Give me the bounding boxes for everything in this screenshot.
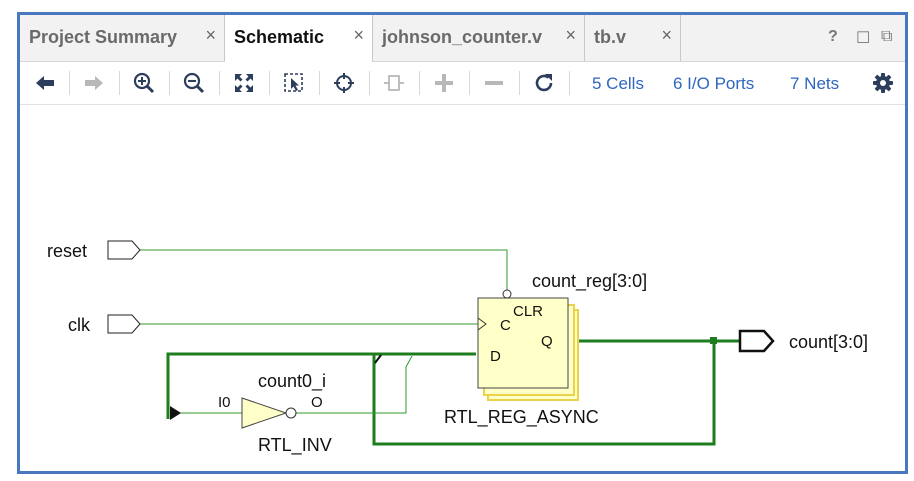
- restore-icon[interactable]: ☐: [856, 30, 871, 47]
- tab-tb-v[interactable]: tb.v ×: [585, 15, 681, 61]
- close-icon[interactable]: ×: [205, 25, 216, 45]
- tab-label: johnson_counter.v: [382, 27, 543, 47]
- cells-count-link[interactable]: 5 Cells: [592, 74, 644, 93]
- select-center-icon[interactable]: [330, 69, 358, 97]
- register-cell: [477, 297, 569, 389]
- tab-bar: Project Summary × Schematic × johnson_co…: [20, 15, 905, 62]
- toolbar: 5 Cells 6 I/O Ports 7 Nets: [20, 62, 905, 105]
- gear-icon[interactable]: [869, 69, 897, 97]
- schematic-window: Project Summary × Schematic × johnson_co…: [17, 12, 908, 474]
- tab-schematic[interactable]: Schematic ×: [225, 15, 373, 62]
- clk-port-label: clk: [68, 315, 91, 335]
- forward-arrow-icon[interactable]: [80, 69, 108, 97]
- register-pin-d: D: [490, 348, 501, 365]
- toolbar-separator: [169, 71, 170, 95]
- toolbar-separator: [469, 71, 470, 95]
- bus-entry-arrow: [170, 406, 181, 420]
- zoom-area-icon[interactable]: [280, 69, 308, 97]
- float-window-icon[interactable]: ⧉: [881, 28, 893, 45]
- tab-project-summary[interactable]: Project Summary ×: [20, 15, 225, 61]
- back-arrow-icon[interactable]: [31, 69, 59, 97]
- close-icon[interactable]: ×: [565, 25, 576, 45]
- inverter-pin-o: O: [311, 394, 323, 411]
- add-port-icon[interactable]: [380, 69, 408, 97]
- feedback-bus: [372, 341, 716, 446]
- inverter-bubble: [285, 407, 297, 419]
- inverter-out-net: [296, 355, 413, 414]
- register-instance-label: count_reg[3:0]: [532, 271, 647, 292]
- help-icon[interactable]: ?: [828, 28, 838, 45]
- toolbar-separator: [69, 71, 70, 95]
- close-icon[interactable]: ×: [661, 25, 672, 45]
- tab-label: tb.v: [594, 27, 627, 47]
- count-port: [738, 329, 775, 353]
- inverter-pin-i0: I0: [218, 394, 231, 411]
- tab-johnson-counter[interactable]: johnson_counter.v ×: [373, 15, 585, 61]
- d-input-bus: [166, 352, 476, 419]
- register-pin-clr: CLR: [513, 303, 543, 320]
- zoom-out-icon[interactable]: [180, 69, 208, 97]
- clock-edge-marker: [477, 317, 487, 331]
- clr-bubble: [502, 289, 512, 299]
- tab-label: Schematic: [234, 27, 325, 47]
- inverter-type-label: RTL_INV: [258, 435, 332, 456]
- collapse-icon[interactable]: [480, 69, 508, 97]
- bus-ripper: [374, 354, 382, 364]
- toolbar-separator: [319, 71, 320, 95]
- inverter-cell: [241, 397, 288, 429]
- reset-net: [140, 249, 508, 291]
- schematic-canvas[interactable]: reset clk count[3:0] CLR C D Q count_reg…: [20, 105, 905, 471]
- nets-count-link[interactable]: 7 Nets: [790, 74, 840, 93]
- register-pin-c: C: [500, 317, 511, 334]
- toolbar-separator: [119, 71, 120, 95]
- zoom-fit-icon[interactable]: [230, 69, 258, 97]
- refresh-icon[interactable]: [530, 69, 558, 97]
- expand-icon[interactable]: [430, 69, 458, 97]
- toolbar-separator: [269, 71, 270, 95]
- zoom-in-icon[interactable]: [130, 69, 158, 97]
- reset-port: [107, 240, 141, 260]
- toolbar-separator: [419, 71, 420, 95]
- schematic-diagram: reset clk count[3:0] CLR C D Q count_reg…: [47, 240, 868, 456]
- close-icon[interactable]: ×: [353, 25, 364, 45]
- bus-junction: [710, 337, 717, 344]
- reset-port-label: reset: [47, 241, 87, 261]
- io-ports-count-link[interactable]: 6 I/O Ports: [673, 74, 755, 93]
- inverter-instance-label: count0_i: [258, 371, 326, 392]
- toolbar-separator: [569, 71, 570, 95]
- tab-label: Project Summary: [29, 27, 178, 47]
- toolbar-separator: [369, 71, 370, 95]
- register-pin-q: Q: [541, 333, 553, 350]
- toolbar-separator: [219, 71, 220, 95]
- clk-port: [107, 314, 141, 334]
- toolbar-separator: [519, 71, 520, 95]
- register-type-label: RTL_REG_ASYNC: [444, 407, 599, 428]
- count-port-label: count[3:0]: [789, 332, 868, 352]
